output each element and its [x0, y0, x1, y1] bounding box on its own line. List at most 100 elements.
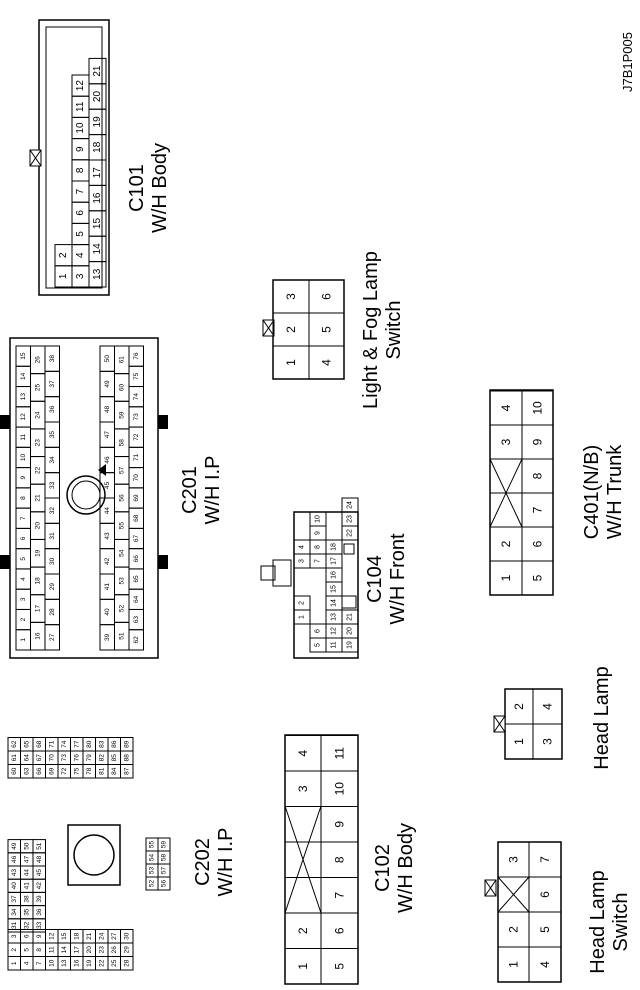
- c201-pin: 75: [133, 372, 140, 380]
- c201-pin: 53: [118, 577, 125, 585]
- c201-pin: 8: [20, 496, 27, 500]
- hls-pin: 4: [538, 961, 552, 968]
- c101-pin: 16: [92, 192, 103, 204]
- c104-pin: 12: [331, 627, 338, 635]
- c201-pin: 62: [133, 636, 140, 644]
- c104-cell: [341, 609, 359, 625]
- c202-center-frame: [67, 824, 121, 886]
- c102-pin: 10: [333, 782, 347, 796]
- hls-pin: 3: [507, 856, 521, 863]
- c202-subtitle: W/H I.P: [215, 828, 237, 897]
- c202-pin: 2: [11, 948, 18, 952]
- c201-pin: 25: [34, 383, 41, 391]
- c104-empty-cell: [343, 543, 355, 555]
- c102-pin: 7: [333, 892, 347, 899]
- c202-cell: [32, 839, 46, 854]
- c202-cell: [120, 929, 134, 944]
- hl-pin: 3: [541, 738, 555, 745]
- hl-pin: 4: [541, 703, 555, 710]
- c202-pin: 89: [123, 740, 130, 748]
- c202-pin: 84: [111, 767, 118, 775]
- c101-pin: 1: [58, 273, 69, 279]
- lfs-subtitle: Switch: [383, 301, 405, 360]
- c201-pin: 13: [20, 393, 27, 401]
- c104-cell: [341, 497, 359, 513]
- c202-pin: 8: [36, 948, 43, 952]
- c201-pin: 51: [118, 632, 125, 640]
- c202-pin: 36: [36, 908, 43, 916]
- c202-pin: 37: [11, 895, 18, 903]
- c202-pin: 41: [23, 882, 30, 890]
- c202-pin: 51: [36, 842, 43, 850]
- lfs-key-icon-line: [262, 319, 275, 337]
- c104-title: C104: [364, 555, 386, 603]
- lfs-pin: 1: [284, 359, 298, 366]
- c201-pin: 33: [49, 481, 56, 489]
- c202-pin: 11: [48, 946, 55, 953]
- c201-pin: 54: [118, 549, 125, 557]
- c201-pin: 3: [20, 597, 27, 601]
- c202-pin: 58: [161, 854, 168, 862]
- c104-pin: 23: [347, 515, 354, 523]
- c202-pin: 71: [48, 740, 55, 748]
- c201-tab: [158, 555, 168, 569]
- c202-pin: 44: [23, 869, 30, 877]
- c101-pin: 3: [75, 273, 86, 279]
- c201-tab: [0, 415, 10, 429]
- c202-pin: 68: [36, 740, 43, 748]
- c202-pin: 55: [149, 841, 156, 849]
- c201-subtitle: W/H I.P: [202, 456, 224, 525]
- c104-pin: 14: [331, 599, 338, 607]
- c101-cell: [88, 57, 107, 85]
- c201-pin: 46: [104, 456, 111, 464]
- c201-pin: 39: [104, 633, 111, 641]
- c201-pin: 40: [104, 608, 111, 616]
- c201-pin: 5: [20, 557, 27, 561]
- c201-pin: 64: [133, 595, 140, 603]
- c201-title: C201: [179, 466, 201, 514]
- lfs-pin: 4: [320, 359, 334, 366]
- c201-pin: 58: [118, 439, 125, 447]
- c104-pin: 24: [347, 501, 354, 509]
- c201-pin: 47: [104, 431, 111, 439]
- c401-pin: 8: [531, 472, 545, 479]
- c201-pin: 56: [118, 494, 125, 502]
- c202-pin: 4: [23, 961, 30, 965]
- c202-pin: 22: [98, 959, 105, 967]
- c201-pin: 48: [104, 405, 111, 413]
- c202-pin: 74: [61, 740, 68, 748]
- c201-pin: 69: [133, 494, 140, 502]
- c202-pin: 18: [73, 932, 80, 940]
- c104-pin: 5: [315, 643, 322, 647]
- c201-pin: 74: [133, 393, 140, 401]
- c202-pin: 45: [36, 869, 43, 877]
- hl-key-icon-line: [493, 715, 506, 733]
- c202-pin: 65: [23, 740, 30, 748]
- c104-pin: 8: [315, 545, 322, 549]
- c101-pin: 8: [75, 167, 86, 173]
- c401-subtitle: W/H Trunk: [604, 444, 626, 539]
- c201-pin: 42: [104, 557, 111, 565]
- c201-pin: 49: [104, 380, 111, 388]
- c202-pin: 9: [36, 934, 43, 938]
- lfs-pin: 3: [284, 293, 298, 300]
- c202-pin: 34: [11, 908, 18, 916]
- c401-pin: 4: [499, 404, 513, 411]
- c201-pin: 70: [133, 474, 140, 482]
- c102-pin: 6: [333, 927, 347, 934]
- c201-pin: 66: [133, 555, 140, 563]
- c201-pin: 59: [118, 411, 125, 419]
- hls-key-icon-line: [484, 879, 497, 897]
- c104-latch-inner: [260, 565, 276, 581]
- c201-pin: 30: [49, 557, 56, 565]
- c202-cell: [157, 837, 171, 852]
- c401-pin: 5: [531, 574, 545, 581]
- c202-pin: 46: [11, 855, 18, 863]
- c202-pin: 69: [48, 767, 55, 775]
- c202-pin: 79: [86, 754, 93, 762]
- c102-pin: 4: [296, 750, 310, 757]
- c101-pin: 6: [75, 210, 86, 216]
- c401-cell: [521, 390, 554, 426]
- c104-cell: [309, 511, 327, 527]
- hls-pin: 7: [538, 856, 552, 863]
